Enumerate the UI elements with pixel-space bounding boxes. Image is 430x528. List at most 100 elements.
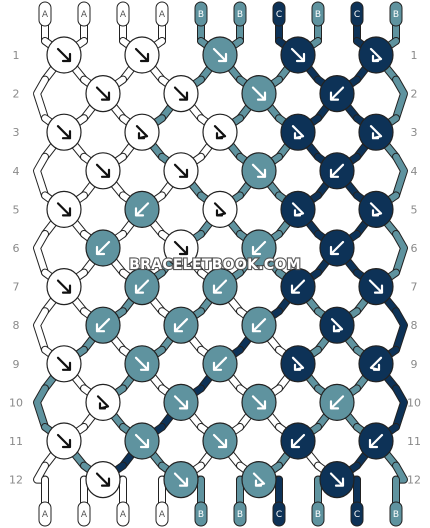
top-strand-cap (350, 1, 364, 27)
knot (280, 345, 316, 383)
knot-arrow-icon (173, 86, 189, 101)
knot (46, 268, 82, 306)
strand-segment (393, 153, 407, 199)
knot (163, 306, 199, 344)
knot-arrow-icon (369, 125, 383, 140)
knot (163, 383, 199, 421)
knot-arrow-icon (135, 125, 149, 140)
knot-arrow-icon (330, 318, 344, 333)
knot-arrow-icon (56, 279, 72, 294)
bottom-strand-cap (389, 501, 403, 527)
knot (124, 113, 160, 151)
row-number-left: 11 (9, 435, 23, 448)
top-strand-letter: A (159, 10, 166, 20)
top-strand-letter: A (120, 10, 127, 20)
row-number-left: 9 (13, 358, 20, 371)
knot-arrow-icon (251, 395, 267, 410)
knot (46, 422, 82, 460)
bottom-strand-cap (116, 501, 130, 527)
knot-arrow-icon (329, 163, 345, 178)
knot-arrow-icon (134, 279, 150, 294)
knot (358, 190, 394, 228)
knot-arrow-icon (290, 433, 306, 449)
bottom-strand-letter: B (237, 510, 243, 520)
knot-arrow-icon (56, 202, 72, 217)
knot (280, 422, 316, 460)
knot (319, 306, 355, 344)
row-number-left: 4 (13, 165, 20, 178)
row-number-right: 4 (411, 165, 418, 178)
knot (163, 461, 199, 499)
row-number-right: 1 (411, 49, 418, 62)
row-number-right: 2 (411, 88, 418, 101)
bottom-strand-cap (272, 501, 286, 527)
top-strand-cap (77, 1, 91, 27)
knot-arrow-icon (96, 395, 110, 410)
row-number-right: 8 (411, 319, 418, 332)
bottom-strand-cap (155, 501, 169, 527)
row-number-right: 5 (411, 203, 418, 216)
knot (202, 422, 238, 460)
knot (202, 113, 238, 151)
knot (280, 36, 316, 74)
knot (124, 422, 160, 460)
knot-arrow-icon (291, 125, 305, 140)
top-strand-letter: B (393, 10, 399, 20)
top-strand-letter: B (198, 10, 204, 20)
knot (85, 152, 121, 190)
bottom-strand-cap (38, 501, 52, 527)
top-strand-cap (155, 1, 169, 27)
knot (241, 74, 277, 113)
knot-arrow-icon (251, 318, 267, 333)
knot-arrow-icon (56, 125, 72, 140)
strand-segment (34, 385, 48, 430)
knot-arrow-icon (212, 433, 228, 449)
knot-arrow-icon (290, 279, 306, 294)
knot (202, 345, 238, 383)
knot (202, 268, 238, 306)
knot-arrow-icon (56, 356, 72, 371)
top-strand-cap (311, 1, 325, 27)
knot-arrow-icon (251, 86, 267, 101)
knot-arrow-icon (291, 202, 305, 217)
knot-arrow-icon (95, 318, 111, 333)
knot (46, 36, 82, 74)
knot (85, 461, 121, 499)
knot (319, 74, 355, 113)
row-number-left: 7 (13, 281, 20, 294)
bottom-strand-letter: A (120, 510, 127, 520)
strand-segment (393, 385, 407, 430)
row-number-left: 1 (13, 49, 20, 62)
top-strand-letter: A (81, 10, 88, 20)
bottom-strand-cap (194, 501, 208, 527)
knot-arrow-icon (251, 240, 267, 256)
bottom-strand-letter: A (81, 510, 88, 520)
knot (46, 113, 82, 151)
bottom-strand-cap (233, 501, 247, 527)
knot-arrow-icon (212, 279, 228, 294)
knot-arrow-icon (95, 86, 111, 101)
row-number-right: 6 (411, 242, 418, 255)
top-strand-letter: C (276, 10, 282, 20)
knot-arrow-icon (291, 356, 305, 371)
row-number-left: 6 (13, 242, 20, 255)
bottom-strand-cap (77, 501, 91, 527)
top-strand-cap (116, 1, 130, 27)
knot-arrow-icon (252, 472, 266, 487)
knot-arrow-icon (173, 240, 189, 256)
knot (319, 383, 355, 421)
top-strand-letter: A (42, 10, 49, 20)
bottom-strand-cap (311, 501, 325, 527)
knot-grid (46, 36, 394, 499)
knot-arrow-icon (368, 433, 384, 449)
knot-arrow-icon (329, 240, 345, 256)
knot (124, 36, 160, 74)
knot-arrow-icon (134, 47, 150, 63)
bottom-strand-cap (350, 501, 364, 527)
row-number-left: 10 (9, 396, 23, 409)
row-number-left: 12 (9, 474, 23, 487)
knot-arrow-icon (173, 163, 189, 178)
knot-arrow-icon (329, 395, 345, 410)
top-strand-cap (38, 1, 52, 27)
